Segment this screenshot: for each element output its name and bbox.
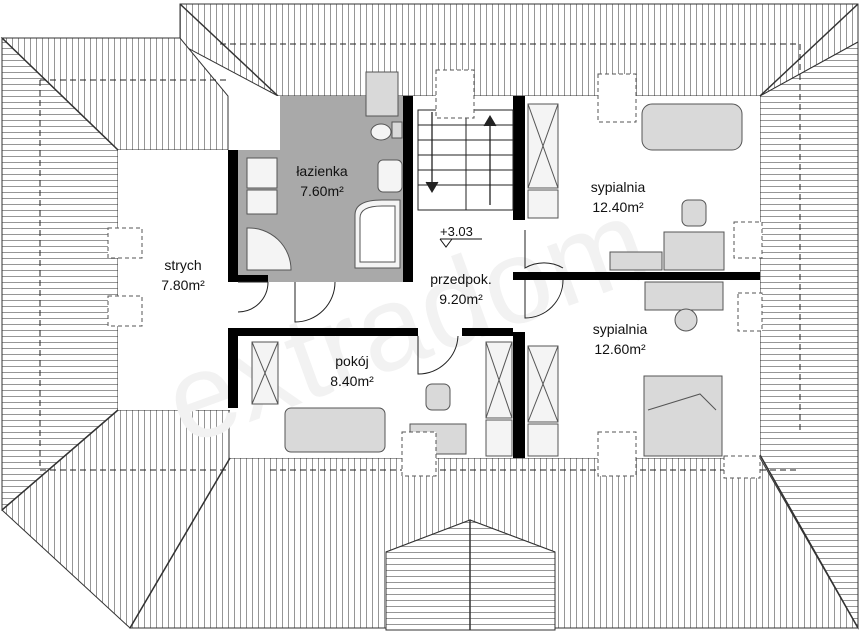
doors <box>237 230 564 375</box>
elevation-label: +3.03 <box>440 224 473 239</box>
label-przedpok-area: 9.20m² <box>439 291 483 307</box>
label-sypialnia-2-area: 12.60m² <box>594 341 646 357</box>
label-przedpok-name: przedpok. <box>430 271 491 287</box>
label-lazienka-name: łazienka <box>296 163 348 179</box>
roof <box>0 3 859 631</box>
furniture <box>107 69 763 479</box>
label-sypialnia-1-area: 12.40m² <box>592 199 644 215</box>
label-sypialnia-2-name: sypialnia <box>593 321 648 337</box>
label-strych-area: 7.80m² <box>161 277 205 293</box>
label-lazienka-area: 7.60m² <box>300 183 344 199</box>
label-pokoj-area: 8.40m² <box>330 373 374 389</box>
projection-lines <box>39 43 801 471</box>
label-strych-name: strych <box>164 257 201 273</box>
room-labels: strych 7.80m² łazienka 7.60m² przedpok. … <box>161 163 647 389</box>
walls <box>228 96 760 458</box>
floor: extradom <box>118 96 760 470</box>
elevation-marker: +3.03 <box>439 224 482 248</box>
roof-plane-top <box>179 3 859 97</box>
label-sypialnia-1-name: sypialnia <box>591 179 646 195</box>
label-pokoj-name: pokój <box>335 353 368 369</box>
